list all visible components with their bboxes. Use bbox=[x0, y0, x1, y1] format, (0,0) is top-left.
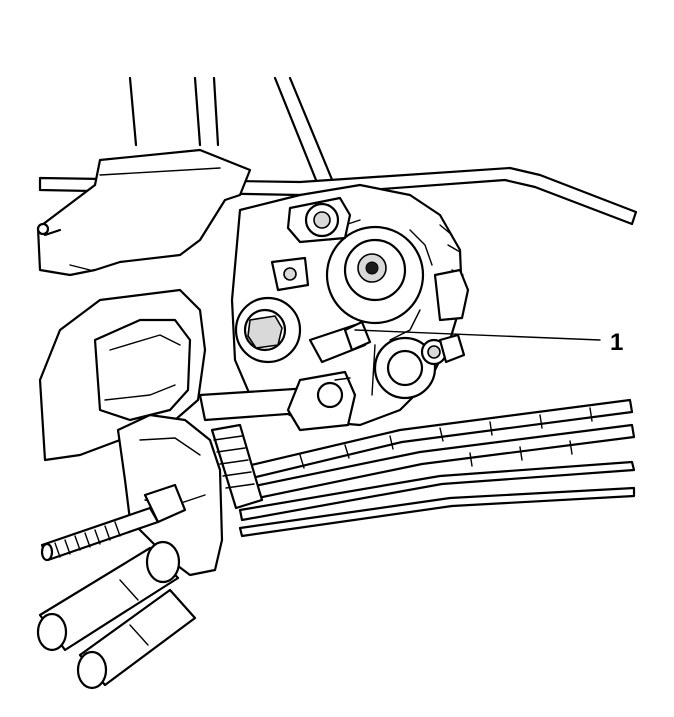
lower-tubes bbox=[36, 540, 197, 690]
lower-right-hub bbox=[371, 336, 448, 400]
cable-bundle bbox=[228, 398, 636, 538]
callout-1: 1 bbox=[354, 329, 623, 356]
coil-spring bbox=[210, 423, 264, 510]
callout-leader bbox=[354, 329, 601, 341]
left-bracket bbox=[36, 148, 252, 277]
cross-shaft bbox=[198, 370, 357, 432]
callout-label: 1 bbox=[610, 329, 623, 356]
upper-nut bbox=[286, 196, 352, 244]
threaded-rod bbox=[40, 483, 187, 562]
hex-nut bbox=[143, 483, 187, 524]
left-boss bbox=[234, 296, 302, 364]
hook-end bbox=[36, 222, 50, 236]
angled-link bbox=[308, 320, 372, 364]
bracket-plate bbox=[270, 256, 310, 292]
right-fittings bbox=[433, 268, 470, 364]
frame-members bbox=[128, 76, 335, 187]
